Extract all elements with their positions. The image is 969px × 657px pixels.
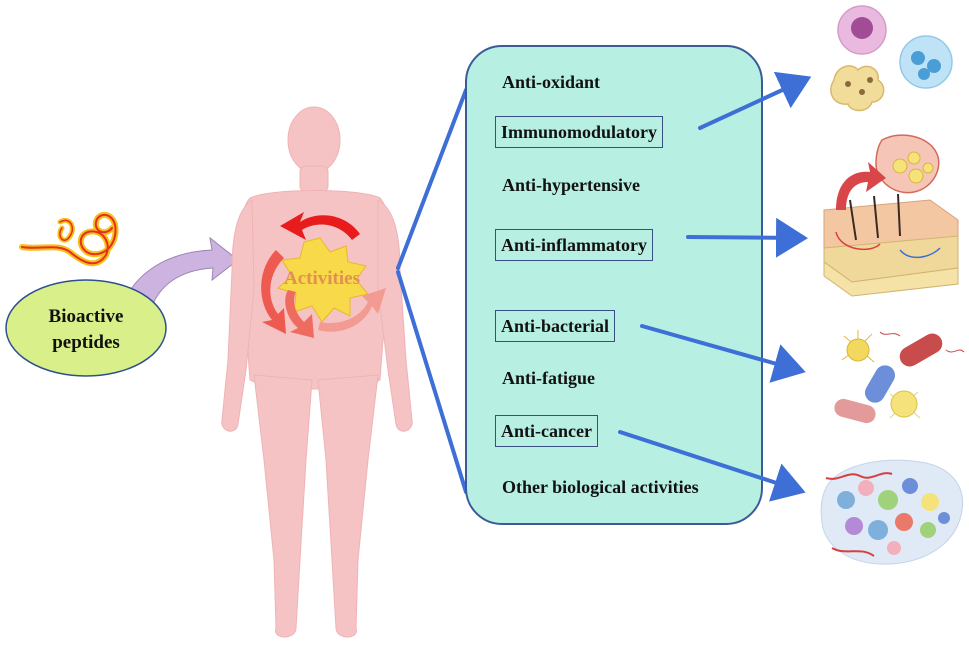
tumor-tissue-icon xyxy=(820,459,964,565)
activity-anti-cancer: Anti-cancer xyxy=(495,415,598,447)
immune-cells-icon xyxy=(830,5,953,112)
bioactive-label-line1: Bioactive xyxy=(49,306,124,327)
activity-other-biological: Other biological activities xyxy=(502,476,699,498)
activity-label: Other biological activities xyxy=(502,477,699,497)
activity-label: Anti-fatigue xyxy=(502,368,595,388)
activity-anti-hypertensive: Anti-hypertensive xyxy=(502,174,640,196)
skin-inflammation-icon xyxy=(823,134,959,297)
activity-label: Anti-oxidant xyxy=(502,72,601,92)
activities-panel xyxy=(465,45,763,525)
panel-connectors xyxy=(396,88,468,494)
bioactive-label-line2: peptides xyxy=(52,332,120,353)
activity-anti-fatigue: Anti-fatigue xyxy=(502,367,595,389)
activity-anti-inflammatory: Anti-inflammatory xyxy=(495,229,653,261)
peptide-chain-icon xyxy=(19,211,119,267)
activity-immunomodulatory: Immunomodulatory xyxy=(495,116,664,148)
effect-arrows xyxy=(618,71,812,502)
activity-anti-oxidant: Anti-oxidant xyxy=(502,71,600,93)
bioactive-peptides-node: Bioactive peptides xyxy=(5,279,167,377)
activity-anti-bacterial: Anti-bacterial xyxy=(495,310,615,342)
activity-label: Anti-inflammatory xyxy=(501,235,647,255)
human-body xyxy=(221,106,413,638)
activities-label: Activities xyxy=(284,268,360,289)
activity-label: Anti-cancer xyxy=(501,421,592,441)
activities-cycle: Activities xyxy=(261,212,386,338)
bacteria-icon xyxy=(834,330,965,424)
uptake-arrow xyxy=(119,236,239,313)
activity-label: Immunomodulatory xyxy=(501,122,658,142)
activity-label: Anti-bacterial xyxy=(501,316,609,336)
activity-label: Anti-hypertensive xyxy=(502,175,640,195)
